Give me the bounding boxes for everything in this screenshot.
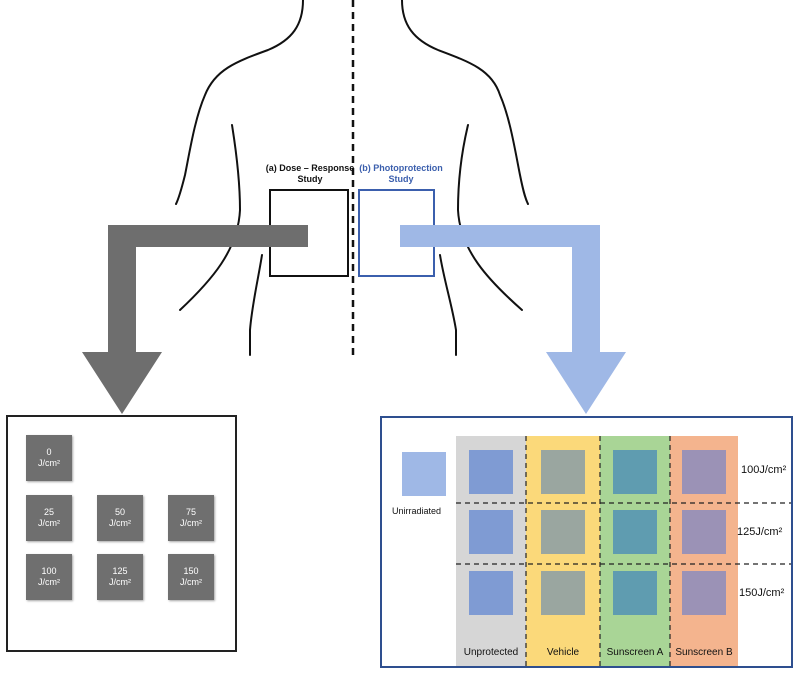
dose-unit: J/cm² [180,518,202,528]
test-site [613,571,657,615]
dose-unit: J/cm² [38,577,60,587]
unirradiated-label: Unirradiated [392,506,442,516]
test-site [682,450,726,494]
test-site [469,571,513,615]
column-vehicle: Vehicle [526,436,600,666]
row-label-125: 125J/cm² [737,526,783,538]
test-site [613,510,657,554]
column-label: Sunscreen A [606,647,664,658]
test-site [541,510,585,554]
dose-value: 25 [43,507,54,517]
unirradiated-square [402,452,446,496]
dose-value: 125 [112,566,128,576]
dose-square: 25 J/cm² [26,495,72,541]
dose-value: 0 [46,447,52,457]
column-label: Unprotected [463,647,519,658]
test-site [682,510,726,554]
column-unprotected: Unprotected [456,436,526,666]
photo-arrow [400,225,626,414]
column-label: Sunscreen B [675,647,733,658]
photoprotection-panel: Unirradiated Unprotected Vehicle Sunscre… [380,416,793,668]
column-label: Vehicle [546,647,580,658]
dose-square: 50 J/cm² [97,495,143,541]
dose-arrow [82,225,308,414]
column-sunscreen-b: Sunscreen B [670,436,738,666]
test-site [469,510,513,554]
dose-square: 0 J/cm² [26,435,72,481]
torso-outline [175,0,529,356]
test-site [613,450,657,494]
dose-unit: J/cm² [38,518,60,528]
test-site [541,571,585,615]
dose-unit: J/cm² [180,577,202,587]
dose-unit: J/cm² [109,577,131,587]
dose-response-label: (a) Dose – Response Study [265,163,355,184]
test-site [469,450,513,494]
dose-unit: J/cm² [109,518,131,528]
dose-value: 50 [114,507,125,517]
dose-square: 125 J/cm² [97,554,143,600]
column-sunscreen-a: Sunscreen A [600,436,670,666]
dose-unit: J/cm² [38,458,60,468]
row-label-100: 100J/cm² [741,464,787,476]
dose-value: 75 [185,507,196,517]
dose-square: 75 J/cm² [168,495,214,541]
photoprotection-label: (b) Photoprotection Study [359,163,443,184]
dose-value: 100 [41,566,57,576]
test-site [541,450,585,494]
dose-response-panel: 0 J/cm² 25 J/cm² 50 J/cm² 75 J/cm² 100 J… [6,415,237,652]
dose-square: 100 J/cm² [26,554,72,600]
test-site [682,571,726,615]
dose-value: 150 [183,566,199,576]
row-label-150: 150J/cm² [739,587,785,599]
dose-square: 150 J/cm² [168,554,214,600]
